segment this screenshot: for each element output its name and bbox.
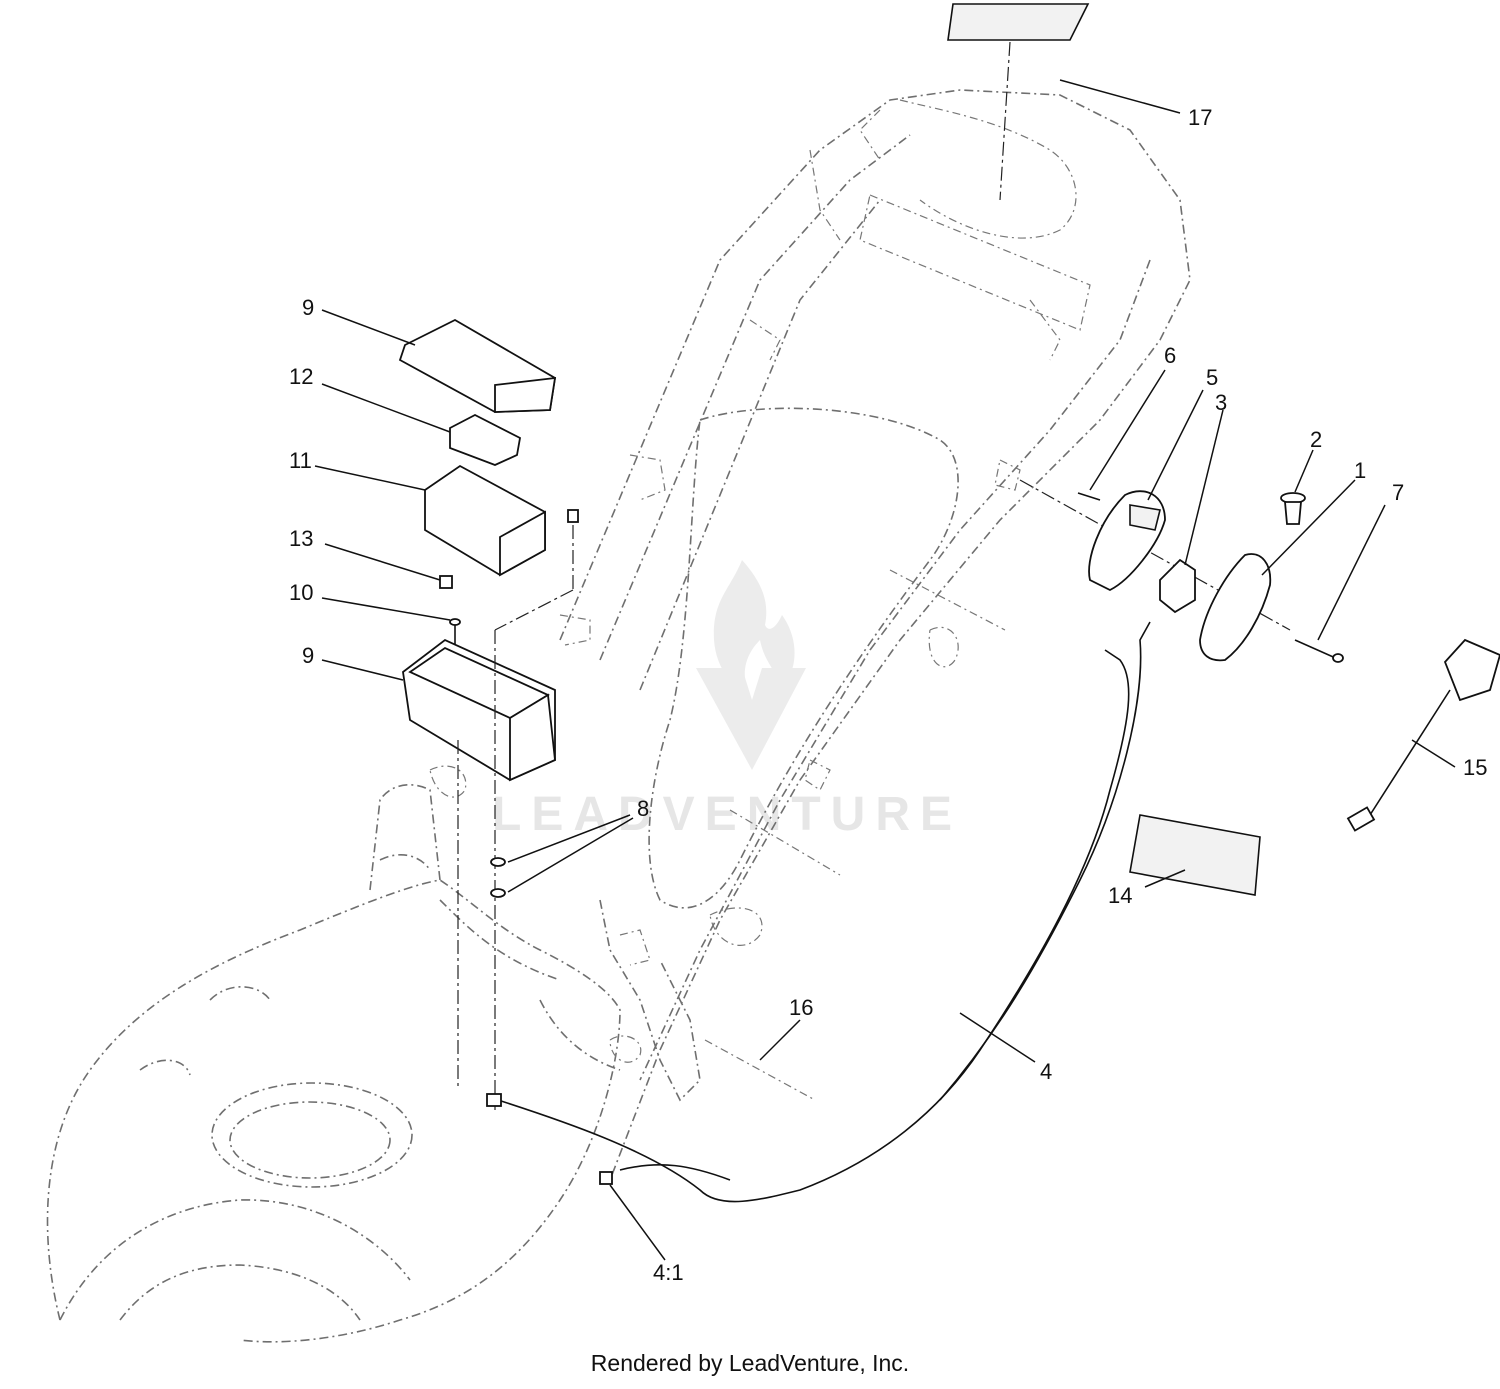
watermark-v-icon — [696, 668, 806, 770]
item-5-housing — [1088, 389, 1204, 592]
item-4-harness — [486, 621, 1151, 1203]
cross-rods — [729, 569, 1006, 876]
callouts: 17 9 12 11 13 10 9 8 6 5 3 2 1 7 15 14 1… — [289, 105, 1487, 1285]
callout-5: 5 — [1206, 365, 1218, 390]
callout-1: 1 — [1354, 458, 1366, 483]
item-7-bolt — [1294, 504, 1386, 663]
watermark-flame-icon — [713, 560, 795, 695]
item-3-switch — [1159, 409, 1224, 614]
callout-17: 17 — [1188, 105, 1212, 130]
callout-16: 16 — [789, 995, 813, 1020]
side-screw — [494, 509, 579, 631]
item-11-battery — [314, 464, 546, 577]
item-1-cover — [1199, 479, 1356, 662]
callout-12: 12 — [289, 364, 313, 389]
callout-9-cover: 9 — [302, 295, 314, 320]
callout-15: 15 — [1463, 755, 1487, 780]
item-4-1-leader — [609, 1184, 666, 1261]
item-9-cover — [321, 309, 557, 413]
item-13-clip — [324, 543, 453, 589]
callout-13: 13 — [289, 526, 313, 551]
handle-assembly — [429, 89, 1191, 1181]
item-8-washers — [490, 814, 634, 898]
item-16-rod — [704, 1019, 816, 1101]
callout-8: 8 — [637, 796, 649, 821]
callout-9-box: 9 — [302, 643, 314, 668]
callout-2: 2 — [1310, 427, 1322, 452]
item-12-pad — [321, 383, 522, 466]
callout-4: 4 — [1040, 1059, 1052, 1084]
footer-credit: Rendered by LeadVenture, Inc. — [590, 1350, 910, 1376]
item-10-screw — [321, 597, 461, 660]
callout-11: 11 — [289, 448, 312, 473]
watermark-text: LEADVENTURE — [492, 788, 962, 841]
item-2-plug — [1280, 449, 1314, 525]
callout-10: 10 — [289, 580, 313, 605]
item-17-decal — [947, 3, 1181, 201]
item-6-screw — [1077, 369, 1166, 501]
callout-3: 3 — [1215, 390, 1227, 415]
callout-14: 14 — [1108, 883, 1132, 908]
callout-7: 7 — [1392, 480, 1404, 505]
callout-6: 6 — [1164, 343, 1176, 368]
callout-4-1: 4:1 — [653, 1260, 684, 1285]
item-14-decal — [1129, 814, 1261, 896]
mower-deck — [46, 784, 701, 1343]
item-15-charger — [1346, 638, 1500, 832]
watermark: LEADVENTURE — [492, 560, 962, 841]
item-9-battery-box — [321, 638, 556, 782]
